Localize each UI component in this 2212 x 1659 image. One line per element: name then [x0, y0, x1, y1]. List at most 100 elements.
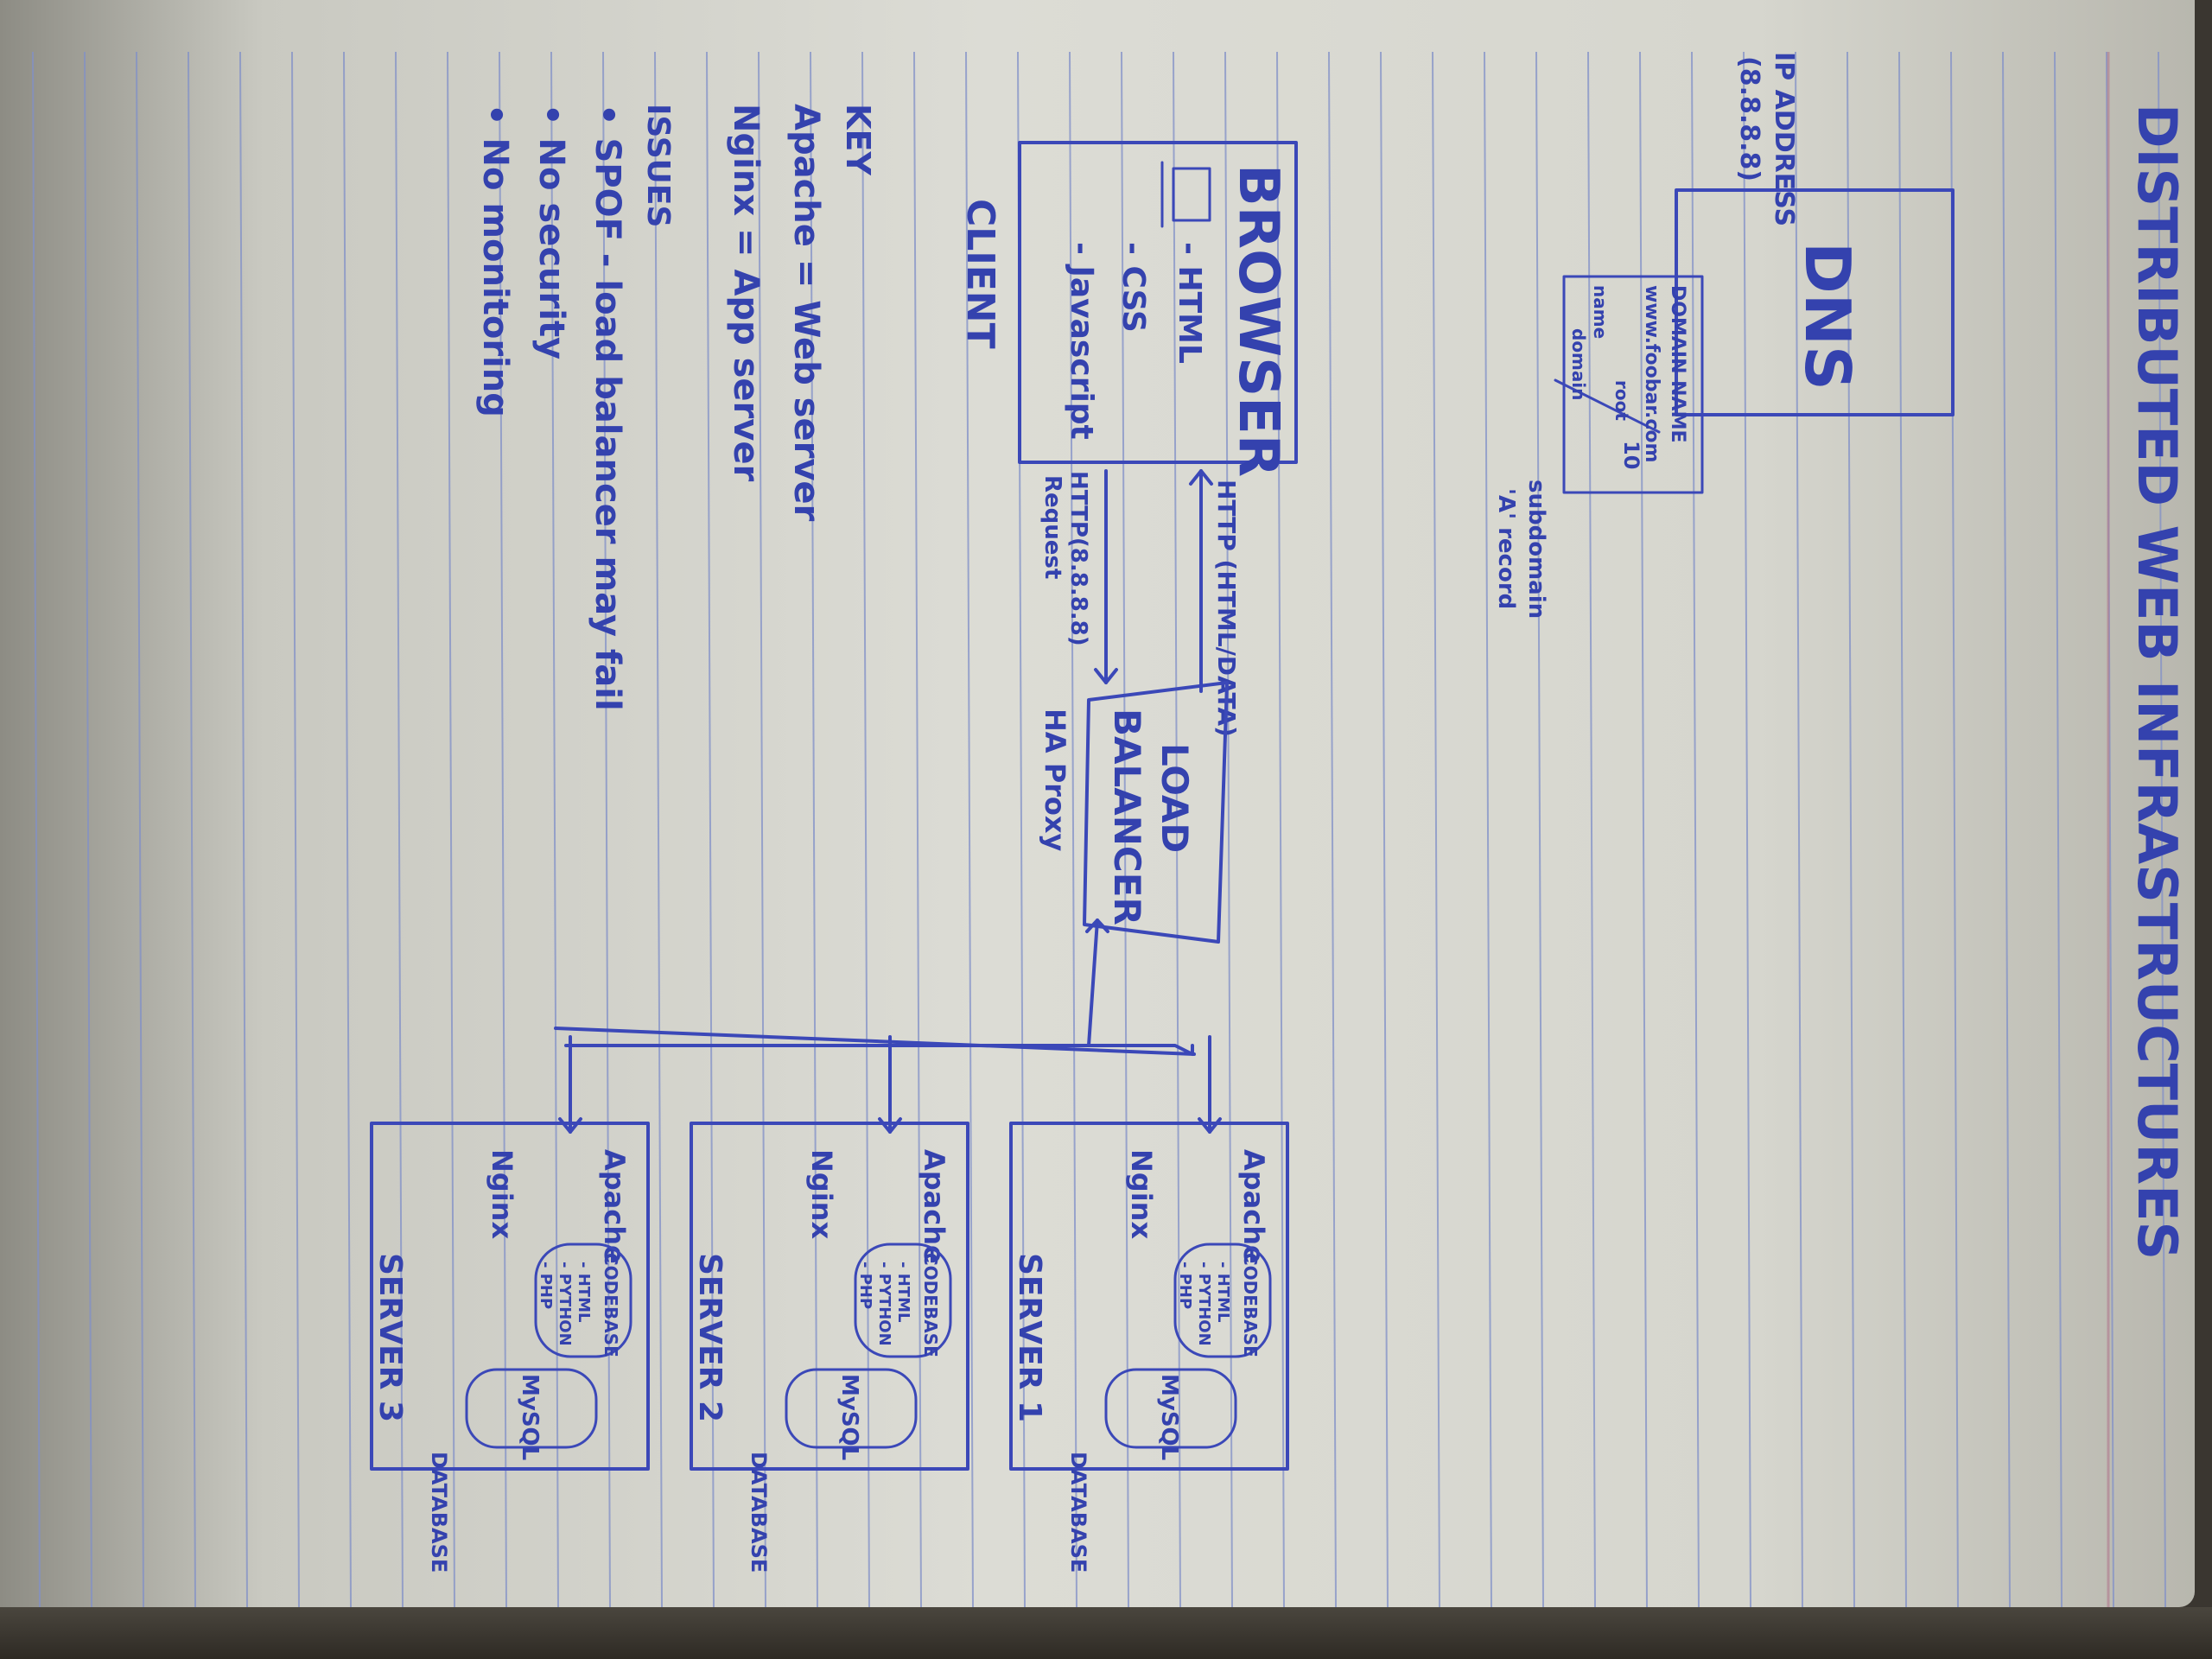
ruled-line [810, 51, 818, 1608]
app-server-label: Nginx [486, 1149, 518, 1239]
ruled-line [188, 51, 196, 1608]
ruled-line [1639, 51, 1648, 1608]
ruled-line [1484, 51, 1492, 1608]
domain-value: www.foobar.com [1641, 285, 1662, 462]
ttl-note: 10 [1619, 441, 1643, 469]
code-item-php: - PHP [1176, 1262, 1194, 1309]
code-item-html: - HTML [575, 1262, 593, 1322]
ruled-line [239, 51, 248, 1608]
ruled-line [1224, 51, 1233, 1608]
server-name: SERVER 3 [372, 1253, 408, 1422]
request-label-ip: HTTP(8.8.8.8) [1065, 471, 1091, 646]
ruled-line [395, 51, 404, 1608]
code-item-python: - PYTHON [556, 1262, 574, 1346]
codebase-pill [534, 1243, 632, 1358]
dns-pointer-line [1554, 378, 1661, 434]
domain-name-label: DOMAIN NAME [1667, 285, 1688, 443]
ruled-line [136, 51, 144, 1608]
server-name: SERVER 1 [1012, 1253, 1047, 1422]
notebook-edge [0, 1607, 2212, 1659]
ha-proxy-note: HA Proxy [1039, 709, 1071, 852]
ruled-line [291, 51, 300, 1608]
load-balancer-shape [1083, 681, 1229, 944]
ruled-line [2054, 51, 2063, 1608]
ruled-line [1173, 51, 1181, 1608]
ruled-line [1847, 51, 1855, 1608]
ruled-line [1069, 51, 1077, 1608]
server-box [370, 1122, 650, 1471]
ruled-line [758, 51, 766, 1608]
database-label: MySQL [836, 1374, 862, 1460]
ruled-line [550, 51, 559, 1608]
codebase-label: CODEBASE [1240, 1253, 1261, 1357]
database-note: DATABASE [1066, 1452, 1090, 1573]
ruled-line [1432, 51, 1440, 1608]
ruled-line [706, 51, 715, 1608]
code-item-python: - PYTHON [875, 1262, 893, 1346]
computer-icon [1160, 161, 1211, 228]
ruled-line [1587, 51, 1596, 1608]
ruled-line [2158, 51, 2166, 1608]
database-pill [785, 1368, 918, 1449]
server-bus-line [564, 1044, 1194, 1056]
load-balancer-label-load: LOAD [1154, 743, 1196, 853]
dns-label: DNS [1791, 242, 1864, 391]
root-note: root [1611, 380, 1632, 421]
ruled-line [602, 51, 611, 1608]
issue-no-monitoring: • No monitoring [475, 104, 515, 417]
domain-box [1562, 275, 1704, 494]
issues-heading: ISSUES [640, 104, 676, 227]
load-balancer-label-balancer: BALANCER [1106, 709, 1148, 925]
ruled-line [1795, 51, 1803, 1608]
ruled-line [1380, 51, 1389, 1608]
app-server-label: Nginx [805, 1149, 838, 1239]
ruled-line [499, 51, 507, 1608]
dns-box [1675, 188, 1955, 416]
database-note: DATABASE [747, 1452, 771, 1573]
ruled-line [654, 51, 663, 1608]
code-item-html: - HTML [1214, 1262, 1232, 1322]
server-name: SERVER 2 [692, 1253, 728, 1422]
ruled-line [1743, 51, 1751, 1608]
key-entry-nginx: Nginx = App server [726, 104, 766, 481]
ruled-line [1691, 51, 1700, 1608]
ip-address-value: (8.8.8.8) [1734, 56, 1764, 181]
ruled-line [965, 51, 974, 1608]
database-pill [1104, 1368, 1237, 1449]
ruled-line [2002, 51, 2011, 1608]
server-bus-main [554, 1027, 1196, 1056]
ruled-line [32, 51, 41, 1608]
ruled-line [1121, 51, 1129, 1608]
database-label: MySQL [517, 1374, 543, 1460]
request-label: Request [1039, 475, 1065, 579]
key-entry-apache: Apache = Web server [786, 104, 826, 522]
database-label: MySQL [1156, 1374, 1182, 1460]
ruled-line [1276, 51, 1285, 1608]
client-label: CLIENT [958, 199, 1002, 349]
arrowhead [1198, 1117, 1222, 1134]
codebase-pill [854, 1243, 952, 1358]
database-note: DATABASE [427, 1452, 451, 1573]
ruled-line [84, 51, 92, 1608]
code-item-php: - PHP [856, 1262, 874, 1309]
ruled-line [913, 51, 922, 1608]
subdomain-note: subdomain [1523, 480, 1549, 619]
web-server-label: Apache [1237, 1149, 1270, 1264]
client-item-html: - HTML [1172, 242, 1207, 364]
ruled-line [447, 51, 455, 1608]
arrowhead [878, 1117, 902, 1134]
ruled-line [1898, 51, 1907, 1608]
web-server-label: Apache [598, 1149, 631, 1264]
database-pill [465, 1368, 598, 1449]
ruled-line [343, 51, 352, 1608]
code-item-php: - PHP [537, 1262, 555, 1309]
issue-spof: • SPOF - load balancer may fail [588, 104, 627, 711]
browser-label: BROWSER [1226, 164, 1290, 477]
notebook-page [0, 0, 2195, 1607]
diagram-title: DISTRIBUTED WEB INFRASTRUCTURES [2126, 104, 2189, 1260]
